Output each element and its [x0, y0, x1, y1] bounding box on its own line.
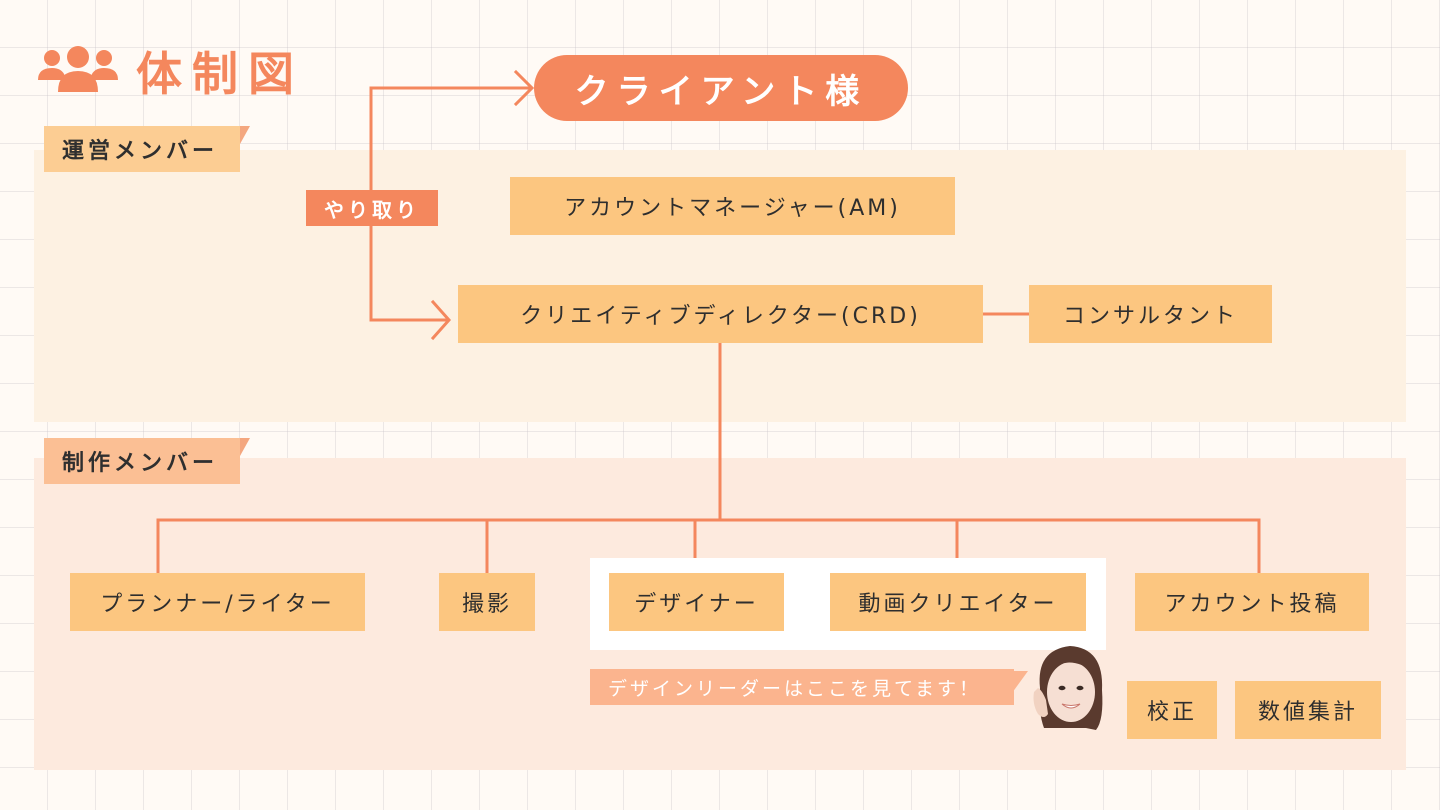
consultant-node: コンサルタント [1029, 285, 1272, 343]
account-posting-node: アカウント投稿 [1135, 573, 1369, 631]
design-leader-callout: デザインリーダーはここを見てます！ [590, 669, 1028, 705]
production-section-label: 制作メンバー [44, 438, 250, 484]
account-manager-node: アカウントマネージャー(AM) [510, 177, 955, 235]
creative-director-node: クリエイティブディレクター(CRD) [458, 285, 983, 343]
proofreading-node: 校正 [1127, 681, 1217, 739]
photography-node: 撮影 [439, 573, 535, 631]
operations-section-label: 運営メンバー [44, 126, 250, 172]
designer-node: デザイナー [609, 573, 784, 631]
video-creator-node: 動画クリエイター [830, 573, 1086, 631]
planner-writer-node: プランナー/ライター [70, 573, 365, 631]
design-leader-avatar [1030, 640, 1110, 736]
page-header: 体制図 [38, 38, 304, 104]
exchange-label: やり取り [306, 190, 438, 226]
arrow-to-client [513, 69, 535, 107]
data-aggregation-node: 数値集計 [1235, 681, 1381, 739]
people-group-icon [38, 46, 118, 96]
client-node: クライアント様 [534, 55, 908, 121]
page-title: 体制図 [136, 47, 304, 101]
